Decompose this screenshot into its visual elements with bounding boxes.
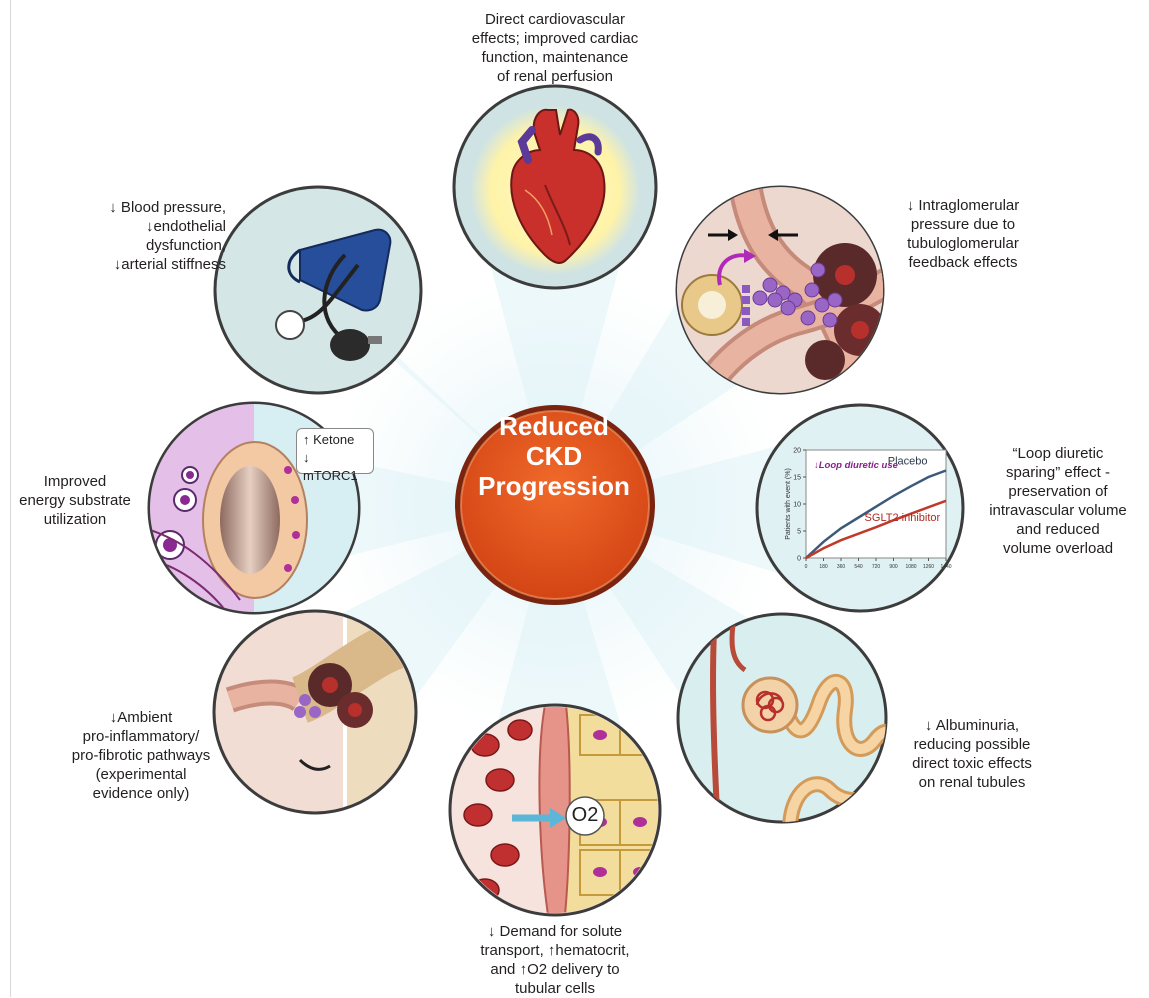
center-title-line: Progression (456, 471, 652, 501)
o2-label: O2 (568, 803, 602, 827)
caption-line: pressure due to (878, 215, 1048, 234)
caption-line: ↓endothelial (58, 217, 226, 236)
caption-line: direct toxic effects (894, 754, 1050, 773)
x-tick-label: 180 (819, 564, 828, 570)
y-tick-label: 10 (793, 502, 801, 509)
caption-loop-diuretic: “Loop diuretic sparing” effect - preserv… (972, 444, 1144, 558)
caption-line: pro-fibrotic pathways (46, 746, 236, 765)
caption-line: dysfunction, (58, 236, 226, 255)
caption-line: ↓Ambient (46, 708, 236, 727)
caption-line: on renal tubules (894, 773, 1050, 792)
caption-line: evidence only) (46, 784, 236, 803)
series-label-sglt2: SGLT2 inhibitor (865, 512, 941, 524)
caption-line: ↓ Albuminuria, (894, 716, 1050, 735)
caption-line: “Loop diuretic (972, 444, 1144, 463)
panel-cardiac (454, 86, 656, 288)
line-chart-icon: 0 5 10 15 20 0 180 360 540 720 900 1080 1260 1440 Pati… (785, 448, 952, 571)
x-tick-label: 900 (889, 564, 898, 570)
caption-line: Direct cardiovascular (455, 10, 655, 29)
center-title-line: Reduced (456, 411, 652, 441)
y-tick-label: 0 (797, 556, 801, 563)
caption-line: of renal perfusion (455, 67, 655, 86)
caption-blood-pressure: ↓ Blood pressure, ↓endothelial dysfuncti… (58, 198, 226, 274)
center-title-line: CKD (456, 441, 652, 471)
panel-oxygen (450, 705, 665, 915)
caption-line: effects; improved cardiac (455, 29, 655, 48)
panel-blood-pressure (215, 187, 421, 393)
caption-energy: Improved energy substrate utilization (4, 472, 146, 529)
caption-line: tubuloglomerular (878, 234, 1048, 253)
panel-inflammation (214, 611, 420, 813)
caption-line: Improved (4, 472, 146, 491)
caption-line: reducing possible (894, 735, 1050, 754)
caption-inflammation: ↓Ambient pro-inflammatory/ pro-fibrotic … (46, 708, 236, 803)
caption-line: intravascular volume (972, 501, 1144, 520)
caption-line: pro-inflammatory/ (46, 727, 236, 746)
y-tick-label: 20 (793, 448, 801, 455)
panel-albuminuria (678, 610, 896, 830)
x-tick-label: 1260 (923, 564, 934, 570)
caption-line: volume overload (972, 539, 1144, 558)
caption-line: ↓ Blood pressure, (58, 198, 226, 217)
caption-line: ↓arterial stiffness (58, 255, 226, 274)
bubble-line: ↑ Ketone (303, 431, 367, 449)
x-tick-label: 360 (837, 564, 846, 570)
caption-oxygen: ↓ Demand for solute transport, ↑hematocr… (455, 922, 655, 998)
y-tick-label: 15 (793, 475, 801, 482)
caption-intraglomerular: ↓ Intraglomerular pressure due to tubulo… (878, 196, 1048, 272)
panel-loop-diuretic: 0 5 10 15 20 0 180 360 540 720 900 1080 1260 1440 Pati… (757, 405, 963, 611)
caption-line: feedback effects (878, 253, 1048, 272)
caption-albuminuria: ↓ Albuminuria, reducing possible direct … (894, 716, 1050, 792)
x-tick-label: 1080 (905, 564, 916, 570)
y-tick-label: 5 (797, 529, 801, 536)
ketone-mtorc1-bubble: ↑ Ketone ↓ mTORC1 (296, 428, 374, 474)
x-tick-label: 540 (854, 564, 863, 570)
caption-cardiac: Direct cardiovascular effects; improved … (455, 10, 655, 86)
x-tick-label: 1440 (940, 564, 951, 570)
caption-line: function, maintenance (455, 48, 655, 67)
caption-line: energy substrate (4, 491, 146, 510)
caption-line: transport, ↑hematocrit, (455, 941, 655, 960)
caption-line: tubular cells (455, 979, 655, 998)
caption-line: utilization (4, 510, 146, 529)
caption-line: and ↑O2 delivery to (455, 960, 655, 979)
caption-line: ↓ Demand for solute (455, 922, 655, 941)
caption-line: and reduced (972, 520, 1144, 539)
chart-annotation: ↓Loop diuretic use (814, 460, 899, 471)
bubble-line: ↓ mTORC1 (303, 449, 367, 485)
caption-line: preservation of (972, 482, 1144, 501)
x-tick-label: 0 (805, 564, 808, 570)
caption-line: ↓ Intraglomerular (878, 196, 1048, 215)
y-axis-label: Patients with event (%) (785, 468, 792, 540)
center-title: Reduced CKD Progression (456, 411, 652, 501)
x-tick-label: 720 (872, 564, 881, 570)
caption-line: (experimental (46, 765, 236, 784)
caption-line: sparing” effect - (972, 463, 1144, 482)
